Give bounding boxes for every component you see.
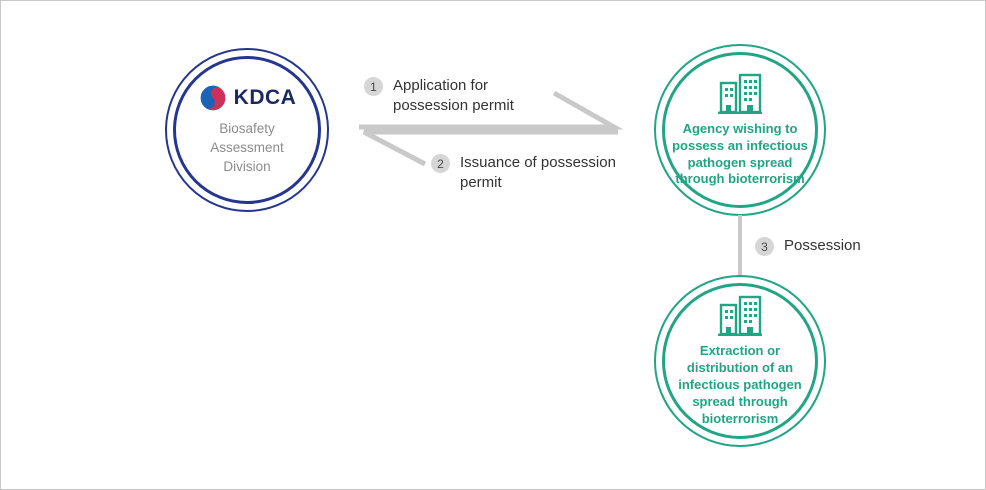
distribution-node: Extraction or distribution of an infecti… [654,275,826,447]
agency-label: Agency wishing to possess an infectious … [672,120,808,187]
kdca-division-label: Biosafety Assessment Division [210,121,284,174]
agency-node: Agency wishing to possess an infectious … [654,44,826,216]
kdca-node: KDCA Biosafety Assessment Division [165,48,329,212]
step-issuance: 2 Issuance of possession permit [431,153,625,194]
kdca-taegeuk-logo-icon [198,83,228,113]
step-1-label: Application for possession permit [393,77,514,115]
step-3-badge: 3 [755,237,774,256]
step-application: 1 Application for possession permit [364,76,518,117]
distribution-node-inner: Extraction or distribution of an infecti… [662,283,818,439]
step-3-label: Possession [784,237,861,254]
step-2-label: Issuance of possession permit [460,154,616,192]
step-1-badge: 1 [364,77,383,96]
kdca-node-inner: KDCA Biosafety Assessment Division [173,56,321,204]
possession-connector-line [738,215,742,276]
distribution-label: Extraction or distribution of an infecti… [678,343,802,426]
step-possession: 3 Possession [755,236,861,256]
agency-node-inner: Agency wishing to possess an infectious … [662,52,818,208]
building-icon [717,294,763,337]
step-2-badge: 2 [431,154,450,173]
building-icon [717,72,763,114]
kdca-org-name: KDCA [233,86,297,110]
